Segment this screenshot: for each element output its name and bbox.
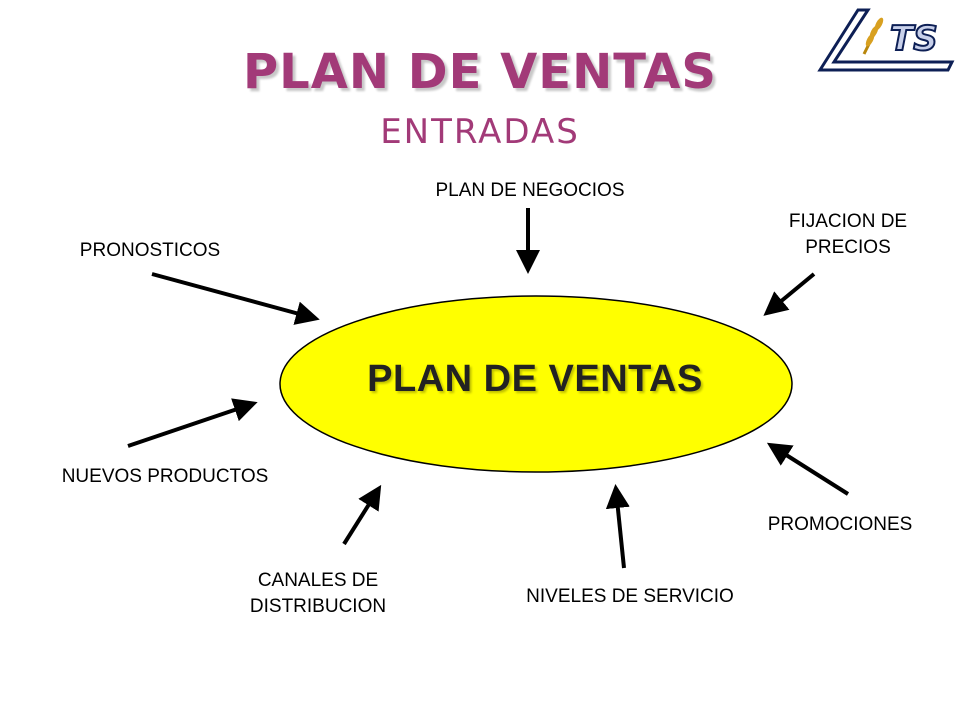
arrow-canales-distribucion (342, 484, 382, 546)
central-ellipse (279, 295, 793, 473)
label-pronosticos: PRONOSTICOS (79, 240, 221, 261)
label-niveles-servicio: NIVELES DE SERVICIO (526, 586, 734, 607)
label-canales-line1: CANALES DE (257, 570, 379, 591)
arrow-promociones (766, 442, 850, 496)
label-fijacion-line1: FIJACION DE (788, 211, 908, 232)
label-fijacion-line2: PRECIOS (805, 237, 891, 258)
central-label: PLAN DE VENTAS (367, 358, 703, 400)
label-promociones: PROMOCIONES (767, 514, 913, 535)
arrow-nuevos-productos (127, 398, 258, 448)
arrow-fijacion-precios (763, 272, 816, 316)
company-logo: TS (817, 8, 955, 72)
label-plan-negocios: PLAN DE NEGOCIOS (435, 180, 625, 201)
page-subtitle: ENTRADAS (380, 112, 580, 152)
label-canales-line2: DISTRIBUCION (249, 596, 387, 617)
arrow-pronosticos (151, 272, 320, 325)
wheat-icon (862, 17, 884, 55)
arrow-niveles-servicio (605, 484, 630, 569)
label-canales-distribucion: CANALES DE DISTRIBUCION (198, 568, 438, 620)
label-fijacion-precios: FIJACION DE PRECIOS (748, 209, 948, 261)
page-title: PLAN DE VENTAS (243, 44, 717, 100)
label-nuevos-productos: NUEVOS PRODUCTOS (61, 466, 269, 487)
logo-text: TS (890, 19, 938, 59)
